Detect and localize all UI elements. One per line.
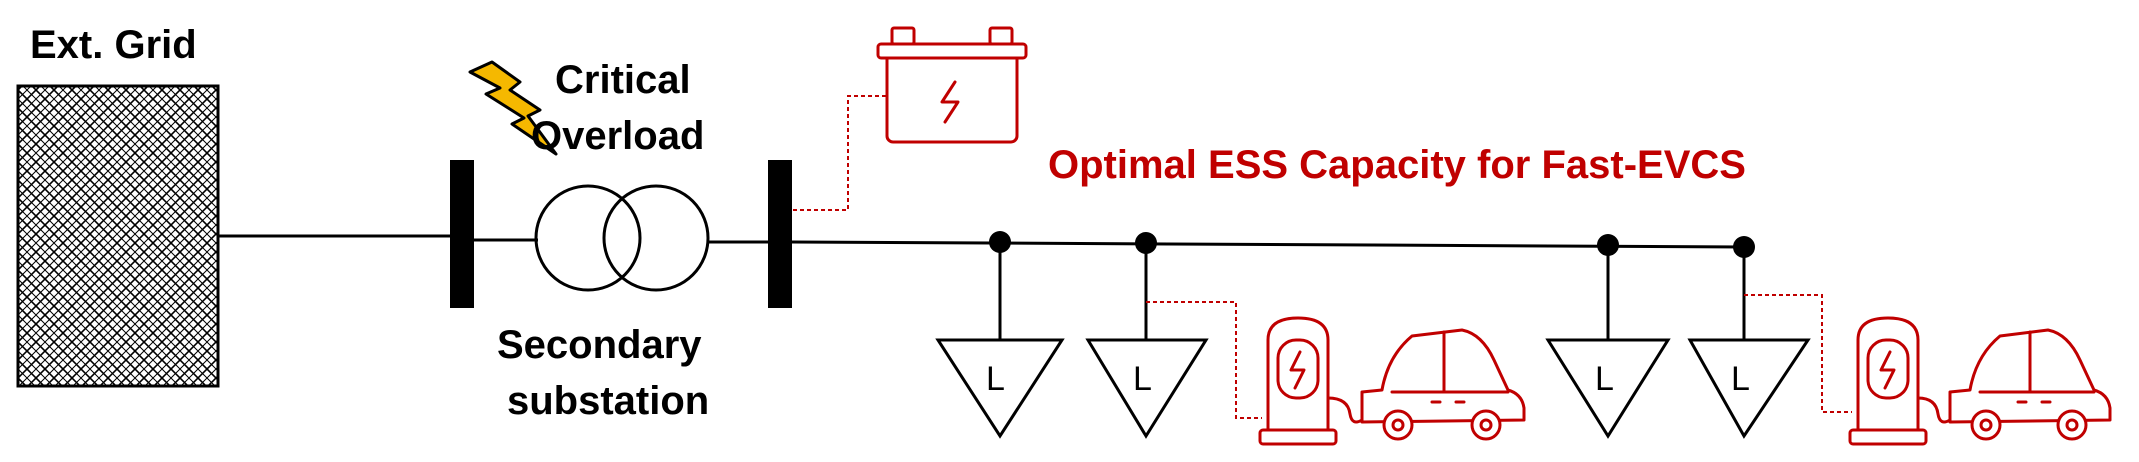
load-triangle-icon [1545,338,1671,439]
ev-charger-icon [1848,316,1952,446]
evcs-connection-line-1 [1146,301,1262,419]
critical-label: Critical [555,58,691,102]
overload-label: Overload [531,114,704,158]
main-feeder-line [791,240,1745,249]
load-label: L [1731,360,1750,398]
substation-label: substation [507,379,709,423]
right-busbar [768,160,792,308]
load-branch-3: L [1545,234,1671,439]
load-triangle-icon [1687,338,1811,439]
battery-icon [876,26,1028,144]
transformer-icon [534,184,710,292]
load-branch-1: L [935,231,1065,439]
ess-title: Optimal ESS Capacity for Fast-EVCS [1048,143,1746,187]
load-triangle-icon [1085,338,1209,439]
evcs-connection-line-2 [1744,294,1852,413]
load-triangle-icon [935,338,1065,439]
electric-car-icon [1948,328,2112,441]
ev-charger-icon [1258,316,1364,446]
left-busbar [450,160,474,308]
lightning-bolt-icon [468,60,558,156]
load-label: L [1133,360,1152,398]
electric-car-icon [1360,328,1526,441]
ext-grid-box [16,84,220,388]
ext-grid-label: Ext. Grid [30,23,197,67]
load-branch-4: L [1687,236,1811,439]
load-label: L [1595,360,1614,398]
load-branch-2: L [1085,232,1209,439]
secondary-label: Secondary [497,323,702,367]
load-label: L [986,360,1005,398]
ess-connection-line [792,95,886,211]
